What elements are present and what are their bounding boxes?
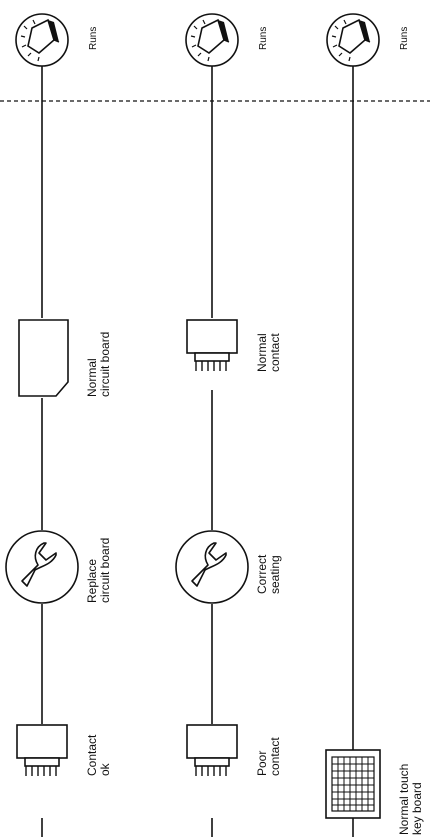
column-1: Runs Normal circuit board Replace circui… (5, 13, 112, 837)
appliance-dial-icon (185, 13, 239, 67)
wrench-icon (175, 530, 249, 604)
runs-label: Runs (258, 27, 269, 50)
step-label: contact (268, 737, 282, 776)
connector-icon (16, 724, 68, 776)
step-label: circuit board (98, 332, 112, 397)
circuit-board-icon (18, 319, 69, 397)
keypad-icon (325, 749, 381, 819)
appliance-dial-icon (326, 13, 380, 67)
step-label: Normal (85, 358, 99, 397)
step-label: Poor (255, 751, 269, 776)
wrench-icon (5, 530, 79, 604)
runs-label: Runs (88, 27, 99, 50)
connector-icon (186, 724, 238, 776)
step-label: ok (98, 762, 112, 776)
step-label: circuit board (98, 538, 112, 603)
connector-icon (186, 319, 238, 371)
column-3: Runs Normal touch key board (325, 13, 424, 837)
step-label: Normal (255, 333, 269, 372)
appliance-dial-icon (15, 13, 69, 67)
runs-label: Runs (399, 27, 410, 50)
step-label: seating (268, 555, 282, 594)
step-label: Contact (85, 734, 99, 776)
column-2: Runs Normal contact Correct seating (175, 13, 282, 837)
step-label: Normal touch (397, 764, 411, 835)
step-label: Replace (85, 559, 99, 603)
step-label: contact (268, 333, 282, 372)
step-label: Correct (255, 554, 269, 594)
step-label: key board (410, 782, 424, 835)
